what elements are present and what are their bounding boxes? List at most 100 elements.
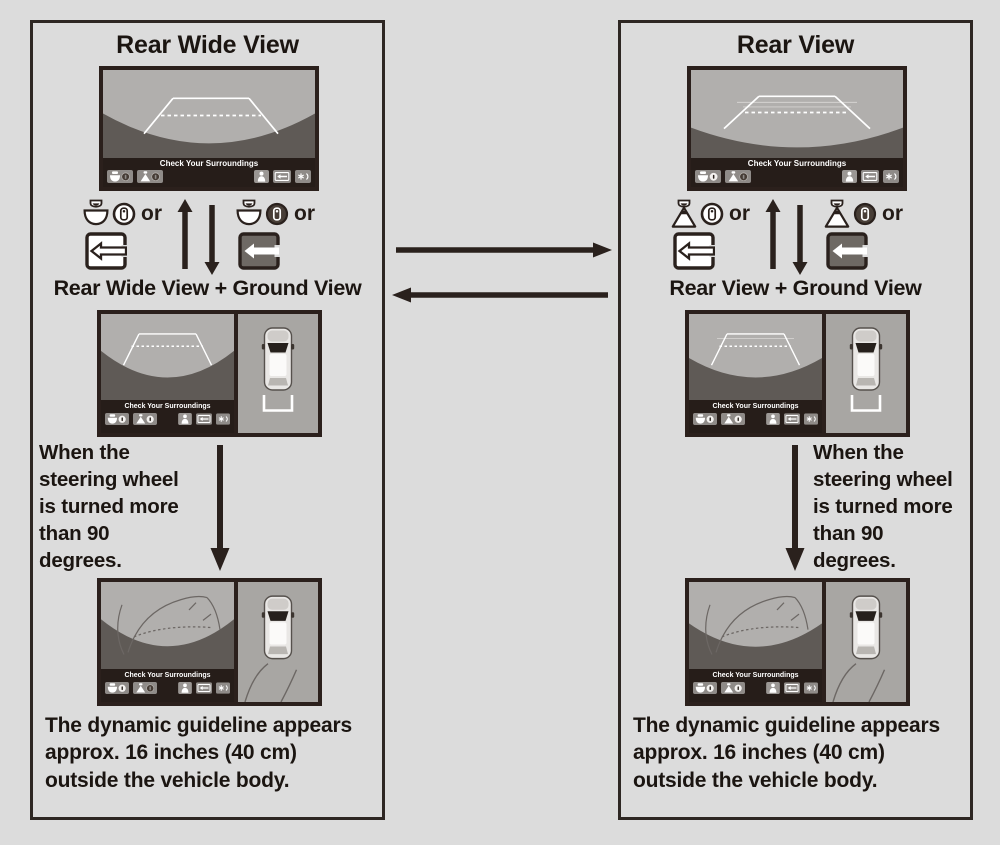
brightness-button-icon — [804, 413, 818, 425]
switch-left-arrow-icon — [392, 287, 608, 303]
check-surroundings-caption: Check Your Surroundings — [124, 672, 211, 679]
panel-title: Rear View — [736, 31, 855, 59]
up-arrow-icon — [175, 199, 195, 269]
combo-view-title: Rear Wide View + Ground View — [53, 276, 362, 300]
view-switch-button-pressed-icon — [853, 202, 877, 226]
switch-option-second: or — [824, 199, 903, 270]
wide-view-button-icon — [105, 413, 129, 425]
dynamic-guideline-note: The dynamic guideline appears approx. 16… — [45, 714, 352, 792]
switch-right-arrow-icon — [396, 242, 612, 258]
reverse-gear-button-icon — [784, 682, 800, 694]
view-switch-button-pressed-icon — [265, 202, 289, 226]
wide-view-camera-icon — [83, 199, 109, 229]
brightness-button-icon — [804, 682, 818, 694]
panel-title: Rear Wide View — [116, 31, 299, 59]
switch-direction-arrows — [175, 199, 222, 275]
screen-bottom-bar: Check Your Surroundings — [103, 158, 315, 187]
ground-view — [826, 582, 906, 702]
or-label: or — [141, 202, 162, 225]
car-top-view — [850, 328, 882, 390]
check-surroundings-caption: Check Your Surroundings — [712, 672, 799, 679]
wide-view-button-icon — [105, 682, 129, 694]
screen-button-row — [689, 411, 822, 426]
screen-divider — [822, 314, 826, 433]
wide-view-button-icon — [107, 170, 133, 183]
steering-note: When the steering wheel is turned more t… — [39, 441, 179, 573]
trajectory-guidelines — [832, 663, 886, 702]
check-surroundings-caption: Check Your Surroundings — [712, 403, 799, 410]
check-surroundings-caption: Check Your Surroundings — [159, 159, 259, 168]
ground-view-trajectory-illustration — [238, 582, 318, 702]
screen-bottom-bar: Check Your Surroundings — [691, 158, 903, 187]
rear-view-camera-icon — [824, 199, 850, 229]
car-top-view — [262, 328, 294, 390]
or-label: or — [882, 202, 903, 225]
screen-bottom-bar: Check Your Surroundings — [101, 669, 234, 702]
screen-divider — [234, 314, 238, 433]
down-arrow-icon — [790, 205, 810, 275]
rear-view-button-icon — [133, 413, 157, 425]
rear-camera-illustration — [691, 70, 903, 158]
car-top-view — [850, 596, 882, 659]
dynamic-guideline-screen: Check Your Surroundings — [685, 578, 910, 706]
dynamic-guideline-screen: Check Your Surroundings — [97, 578, 322, 706]
check-surroundings-caption: Check Your Surroundings — [124, 403, 211, 410]
or-label: or — [294, 202, 315, 225]
dynamic-guideline-camera-illustration — [101, 582, 234, 669]
brightness-button-icon — [883, 170, 899, 183]
pedestrian-warning-icon — [178, 682, 192, 694]
switch-direction-arrows — [763, 199, 810, 275]
trajectory-guidelines — [244, 663, 298, 702]
screen-divider — [822, 582, 826, 702]
ground-view — [238, 314, 318, 433]
wide-view-button-icon — [695, 170, 721, 183]
screen-bottom-bar: Check Your Surroundings — [689, 669, 822, 702]
down-arrow-long-icon — [207, 443, 233, 571]
reverse-gear-button-icon — [784, 413, 800, 425]
reverse-gear-position-selected-icon — [826, 232, 868, 270]
ground-view — [238, 582, 318, 702]
brightness-button-icon — [295, 170, 311, 183]
switch-option-first: or — [671, 199, 750, 270]
ground-view-illustration — [826, 314, 906, 433]
check-surroundings-caption: Check Your Surroundings — [747, 159, 847, 168]
reverse-gear-position-icon — [85, 232, 127, 270]
down-arrow-long-icon — [782, 443, 808, 571]
wide-view-camera-icon — [236, 199, 262, 229]
rear-wide-camera-illustration — [101, 314, 234, 400]
rear-view-camera-icon — [671, 199, 697, 229]
reverse-gear-button-icon — [861, 170, 879, 183]
combo-view-title: Rear View + Ground View — [669, 276, 922, 300]
view-switch-button-icon — [700, 202, 724, 226]
rear-wide-view-panel: Rear Wide View Check Your Surroundings — [30, 20, 385, 820]
up-arrow-icon — [763, 199, 783, 269]
ground-view-illustration — [238, 314, 318, 433]
screen-button-row — [691, 169, 903, 184]
rear-wide-ground-view-screen: Check Your Surroundings — [97, 310, 322, 437]
view-switch-button-icon — [112, 202, 136, 226]
rear-view-button-icon — [133, 682, 157, 694]
screen-button-row — [101, 680, 234, 695]
reverse-gear-position-icon — [673, 232, 715, 270]
parking-bracket-guideline — [262, 395, 294, 412]
screen-bottom-bar: Check Your Surroundings — [689, 400, 822, 433]
dynamic-guideline-camera-illustration — [689, 582, 822, 669]
pedestrian-warning-icon — [178, 413, 192, 425]
down-arrow-icon — [202, 205, 222, 275]
rear-view-button-icon — [721, 413, 745, 425]
wide-view-button-icon — [693, 682, 717, 694]
car-top-view — [262, 596, 294, 659]
ground-view — [826, 314, 906, 433]
rear-view-button-icon — [137, 170, 163, 183]
rear-camera-illustration — [689, 314, 822, 400]
steering-note: When the steering wheel is turned more t… — [813, 441, 953, 573]
reverse-gear-button-icon — [273, 170, 291, 183]
rear-ground-view-screen: Check Your Surroundings — [685, 310, 910, 437]
switch-option-first: or — [83, 199, 162, 270]
screen-button-row — [101, 411, 234, 426]
rear-view-screen: Check Your Surroundings — [687, 66, 907, 191]
parking-bracket-guideline — [850, 395, 882, 412]
switch-option-second: or — [236, 199, 315, 270]
pedestrian-warning-icon — [766, 413, 780, 425]
